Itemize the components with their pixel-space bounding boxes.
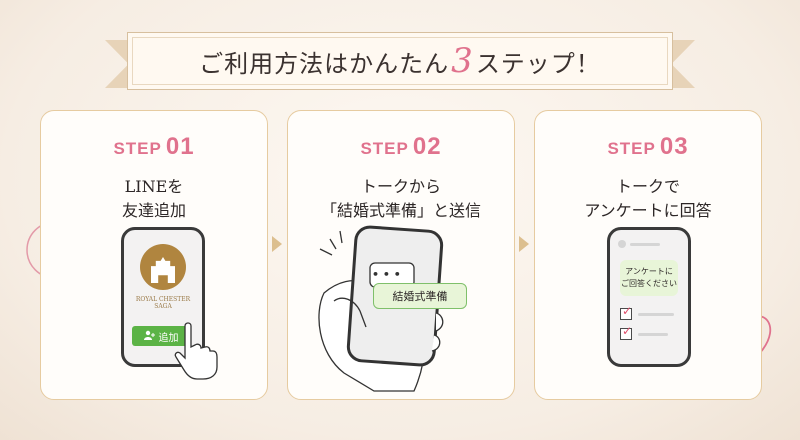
step-word: STEP — [113, 139, 162, 158]
venue-logo — [140, 244, 186, 290]
step-word: STEP — [607, 139, 656, 158]
step-desc-line2: 「結婚式準備」と送信 — [320, 201, 481, 220]
option-line — [638, 333, 668, 336]
step-desc-line1: トークで — [615, 177, 680, 196]
title-text-end: ステップ！ — [475, 50, 601, 78]
step-number: 03 — [659, 133, 689, 160]
step-description: LINEを 友達追加 — [41, 175, 267, 223]
phone-mockup: アンケートに ご回答ください — [607, 227, 691, 367]
arrow-right-icon — [272, 236, 282, 252]
step-description: トークで アンケートに回答 — [535, 175, 761, 223]
add-button-label: 追加 — [158, 332, 179, 344]
option-line — [638, 313, 674, 316]
step-word: STEP — [360, 139, 409, 158]
check-icon[interactable] — [620, 324, 632, 340]
person-icon — [143, 330, 155, 343]
title-number: 3 — [451, 41, 474, 81]
header-ribbon: ご利用方法はかんたん3ステップ！ — [105, 30, 695, 98]
step-number: 01 — [165, 133, 195, 160]
ribbon-banner: ご利用方法はかんたん3ステップ！ — [127, 32, 673, 90]
add-friend-button[interactable]: 追加 — [132, 326, 190, 346]
arrow-right-icon — [519, 236, 529, 252]
typing-indicator: • • • — [372, 268, 401, 281]
venue-name: ROYAL CHESTER SAGA — [135, 296, 191, 310]
check-icon[interactable] — [620, 304, 632, 320]
step-description: トークから 「結婚式準備」と送信 — [288, 175, 514, 223]
title-text: ご利用方法はかんたん — [199, 50, 450, 78]
step-desc-line1: トークから — [360, 177, 441, 196]
step-desc-line1: LINEを — [124, 177, 184, 196]
hand-holding-phone-illustration — [318, 225, 444, 392]
hand-pointer-icon — [174, 322, 218, 380]
page-title: ご利用方法はかんたん3ステップ！ — [199, 41, 601, 81]
step-desc-line2: 友達追加 — [121, 201, 186, 220]
step-desc-line2: アンケートに回答 — [584, 201, 712, 220]
phone-mockup: ROYAL CHESTER SAGA 追加 — [121, 227, 205, 367]
sent-message-bubble: 結婚式準備 — [373, 283, 467, 309]
step-number: 02 — [412, 133, 442, 160]
survey-question-bubble: アンケートに ご回答ください — [620, 260, 678, 296]
